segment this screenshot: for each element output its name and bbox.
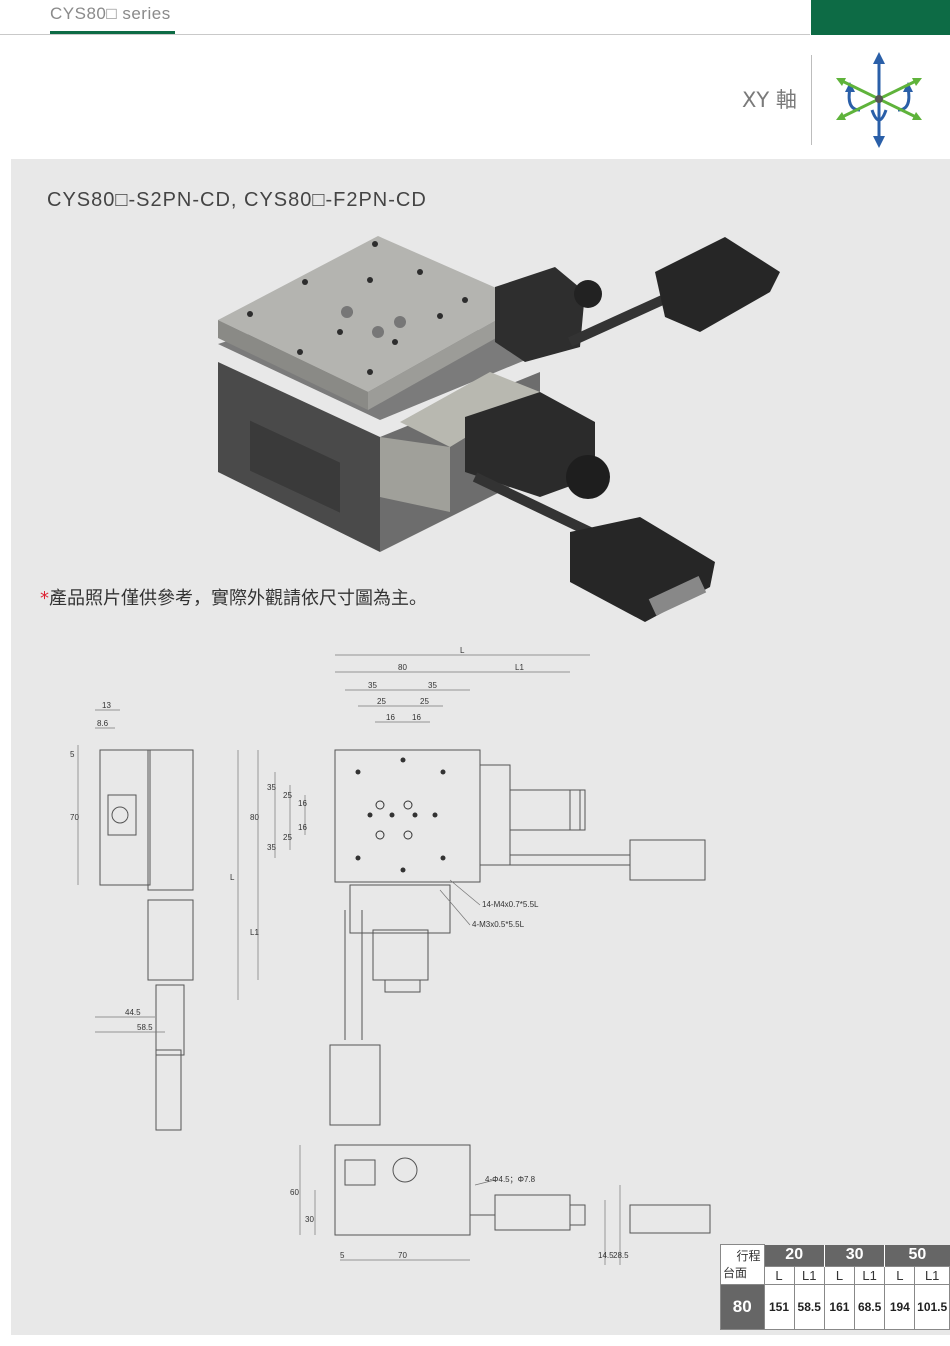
table-cell: 58.5 bbox=[793, 1284, 825, 1330]
note-text: 產品照片僅供參考，實際外觀請依尺寸圖為主。 bbox=[49, 588, 427, 609]
note-star: * bbox=[40, 588, 49, 609]
dim-left-35a: 35 bbox=[267, 783, 276, 792]
photo-note: *產品照片僅供參考，實際外觀請依尺寸圖為主。 bbox=[40, 584, 427, 610]
stroke-header: 20 bbox=[763, 1244, 825, 1267]
stroke-spec-table: 行程 台面 20 30 50 L L1 L L1 L L1 80 151 58.… bbox=[720, 1244, 950, 1330]
stroke-header: 50 bbox=[884, 1244, 950, 1267]
dim-35a: 35 bbox=[368, 681, 377, 690]
dim-left-L: L bbox=[230, 873, 235, 882]
table-cell: 101.5 bbox=[914, 1284, 950, 1330]
sub-header: L1 bbox=[853, 1266, 886, 1285]
dim-16a: 16 bbox=[386, 713, 395, 722]
series-label: CYS80□ series bbox=[50, 4, 171, 23]
dim-front-60: 60 bbox=[290, 1188, 299, 1197]
dim-16b: 16 bbox=[412, 713, 421, 722]
product-photo bbox=[218, 236, 780, 622]
dim-front-28-5: 28.5 bbox=[613, 1251, 629, 1260]
dim-left-16b: 16 bbox=[298, 823, 307, 832]
table-label: 台面 bbox=[723, 1266, 748, 1280]
sub-header: L1 bbox=[914, 1266, 950, 1285]
dim-58-5: 58.5 bbox=[137, 1023, 153, 1032]
dim-front-5: 5 bbox=[340, 1251, 345, 1260]
dimension-drawings: L 80 L1 35 35 25 25 16 16 13 8.6 5 70 44… bbox=[70, 646, 711, 1265]
brand-corner-block bbox=[811, 0, 950, 35]
dim-left-16a: 16 bbox=[298, 799, 307, 808]
dim-70: 70 bbox=[70, 813, 79, 822]
callout-tap-m3: 4-M3x0.5*5.5L bbox=[472, 920, 525, 929]
dim-left-80: 80 bbox=[250, 813, 259, 822]
dim-5: 5 bbox=[70, 750, 75, 759]
table-cell: 151 bbox=[763, 1284, 795, 1330]
dim-25b: 25 bbox=[420, 697, 429, 706]
stroke-header: 30 bbox=[823, 1244, 885, 1267]
table-corner: 行程 台面 bbox=[720, 1244, 765, 1285]
table-cell: 161 bbox=[823, 1284, 855, 1330]
dim-L1: L1 bbox=[515, 663, 524, 672]
header-rule bbox=[0, 34, 810, 35]
dim-13: 13 bbox=[102, 701, 111, 710]
sub-header: L bbox=[763, 1266, 795, 1285]
sub-header: L bbox=[884, 1266, 916, 1285]
stroke-label: 行程 bbox=[736, 1249, 761, 1263]
dim-25a: 25 bbox=[377, 697, 386, 706]
dim-80: 80 bbox=[398, 663, 407, 672]
table-cell: 194 bbox=[884, 1284, 916, 1330]
dim-front-30: 30 bbox=[305, 1215, 314, 1224]
xyz-axis-arrows-icon bbox=[836, 52, 922, 148]
dim-L: L bbox=[460, 646, 465, 655]
axis-label: XY 軸 bbox=[742, 88, 797, 112]
sub-header: L bbox=[823, 1266, 855, 1285]
dim-left-25b: 25 bbox=[283, 833, 292, 842]
dim-front-14-5: 14.5 bbox=[598, 1251, 614, 1260]
sub-header: L1 bbox=[793, 1266, 825, 1285]
dim-left-L1: L1 bbox=[250, 928, 259, 937]
table-cell: 68.5 bbox=[853, 1284, 886, 1330]
dim-left-25a: 25 bbox=[283, 791, 292, 800]
series-underline bbox=[50, 31, 175, 35]
dim-35b: 35 bbox=[428, 681, 437, 690]
dim-8-6: 8.6 bbox=[97, 719, 109, 728]
dim-front-70: 70 bbox=[398, 1251, 407, 1260]
dim-44-5: 44.5 bbox=[125, 1008, 141, 1017]
callout-bore: 4-Φ4.5；Φ7.8 bbox=[485, 1175, 536, 1184]
model-title: CYS80□-S2PN-CD, CYS80□-F2PN-CD bbox=[47, 189, 427, 211]
table-row: 80 151 58.5 161 68.5 194 101.5 bbox=[720, 1284, 950, 1330]
dim-left-35b: 35 bbox=[267, 843, 276, 852]
table-size-cell: 80 bbox=[720, 1284, 765, 1330]
axis-divider bbox=[811, 55, 812, 145]
callout-tap-m4: 14-M4x0.7*5.5L bbox=[482, 900, 539, 909]
